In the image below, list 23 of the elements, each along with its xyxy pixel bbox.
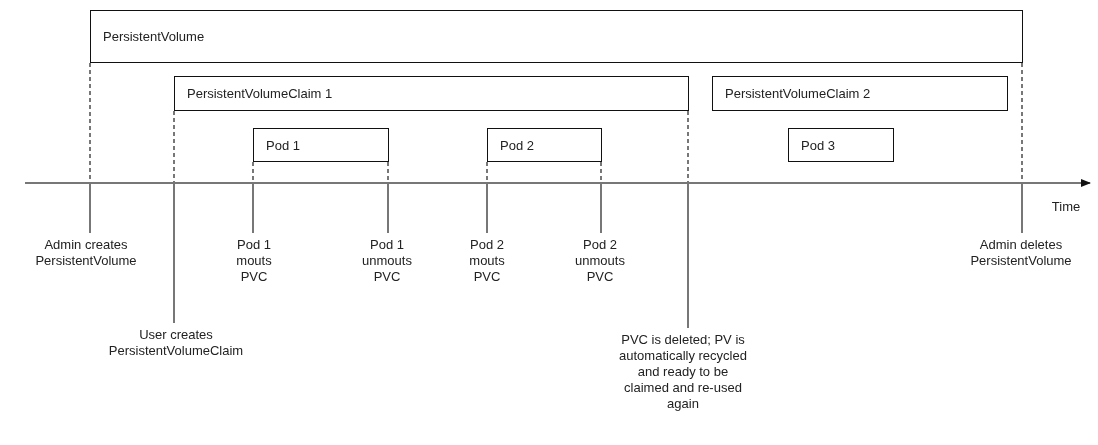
event-label: User creates PersistentVolumeClaim [81,327,271,359]
leader-line [600,161,602,234]
leader-line [252,161,254,234]
pod-bar: Pod 2 [487,128,602,162]
leader-line [1021,62,1023,234]
axis-label: Time [1050,199,1082,215]
leader-line [173,110,175,324]
leader-line [387,161,389,234]
pod-bar: Pod 3 [788,128,894,162]
event-label: Pod 2 mouts PVC [457,237,517,285]
volume-bar: PersistentVolume [90,10,1023,63]
event-label: Pod 2 unmouts PVC [565,237,635,285]
leader-line [687,110,689,329]
event-label: Pod 1 unmouts PVC [357,237,417,285]
event-label: Admin deletes PersistentVolume [941,237,1098,269]
claim-bar: PersistentVolumeClaim 1 [174,76,689,111]
claim-bar: PersistentVolumeClaim 2 [712,76,1008,111]
event-label: Pod 1 mouts PVC [224,237,284,285]
event-label: PVC is deleted; PV is automatically recycled and ready to be claimed and re-used again [618,332,748,412]
event-label: Admin creates PersistentVolume [6,237,166,269]
leader-line [89,62,91,234]
pod-bar: Pod 1 [253,128,389,162]
leader-line [486,161,488,234]
